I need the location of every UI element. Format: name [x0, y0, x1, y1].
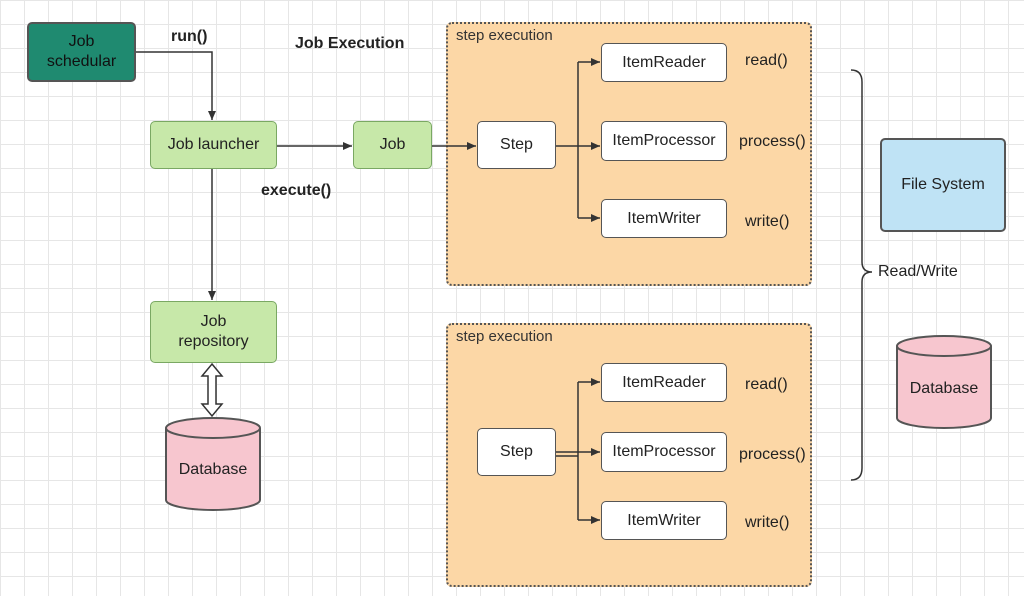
job-schedular-node: Job schedular	[27, 22, 136, 82]
item-writer-node-1: ItemWriter	[601, 199, 727, 238]
step-label-2: Step	[500, 443, 533, 460]
execute-label: execute()	[261, 182, 332, 199]
repository-database-double-arrow	[200, 362, 224, 418]
database-left-label: Database	[178, 461, 248, 478]
run-label: run()	[171, 28, 208, 45]
read-write-brace	[850, 69, 873, 481]
step-label-1: Step	[500, 136, 533, 153]
item-processor-node-2: ItemProcessor	[601, 432, 727, 472]
read-call-label-1: read()	[745, 52, 788, 69]
process-call-label-2: process()	[739, 446, 806, 463]
file-system-label: File System	[901, 176, 985, 193]
job-node: Job	[353, 121, 432, 169]
item-processor-node-1: ItemProcessor	[601, 121, 727, 161]
step-execution-title-1: step execution	[456, 27, 553, 44]
job-launcher-node: Job launcher	[150, 121, 277, 169]
item-processor-label-2: ItemProcessor	[612, 443, 716, 460]
write-call-label-2: write()	[745, 514, 790, 531]
step-node-1: Step	[477, 121, 556, 169]
item-reader-node-1: ItemReader	[601, 43, 727, 82]
job-schedular-label: Job schedular	[46, 33, 117, 70]
write-call-label-1: write()	[745, 213, 790, 230]
read-write-label: Read/Write	[878, 263, 958, 280]
file-system-node: File System	[880, 138, 1006, 232]
job-execution-label: Job Execution	[295, 35, 405, 52]
item-reader-label-1: ItemReader	[622, 53, 706, 71]
step-execution-title-2: step execution	[456, 328, 553, 345]
job-label: Job	[379, 136, 406, 153]
item-writer-label-1: ItemWriter	[627, 209, 701, 227]
database-left-cylinder	[165, 417, 261, 511]
item-writer-label-2: ItemWriter	[627, 511, 701, 529]
run-arrow	[136, 51, 216, 120]
database-right-cylinder	[896, 335, 992, 429]
database-right-label: Database	[909, 380, 979, 397]
read-call-label-2: read()	[745, 376, 788, 393]
step-node-2: Step	[477, 428, 556, 476]
job-repository-label: Job repository	[178, 313, 249, 350]
item-writer-node-2: ItemWriter	[601, 501, 727, 540]
item-reader-label-2: ItemReader	[622, 373, 706, 391]
process-call-label-1: process()	[739, 133, 806, 150]
item-reader-node-2: ItemReader	[601, 363, 727, 402]
job-repository-node: Job repository	[150, 301, 277, 363]
job-launcher-label: Job launcher	[167, 136, 260, 153]
item-processor-label-1: ItemProcessor	[612, 132, 716, 149]
